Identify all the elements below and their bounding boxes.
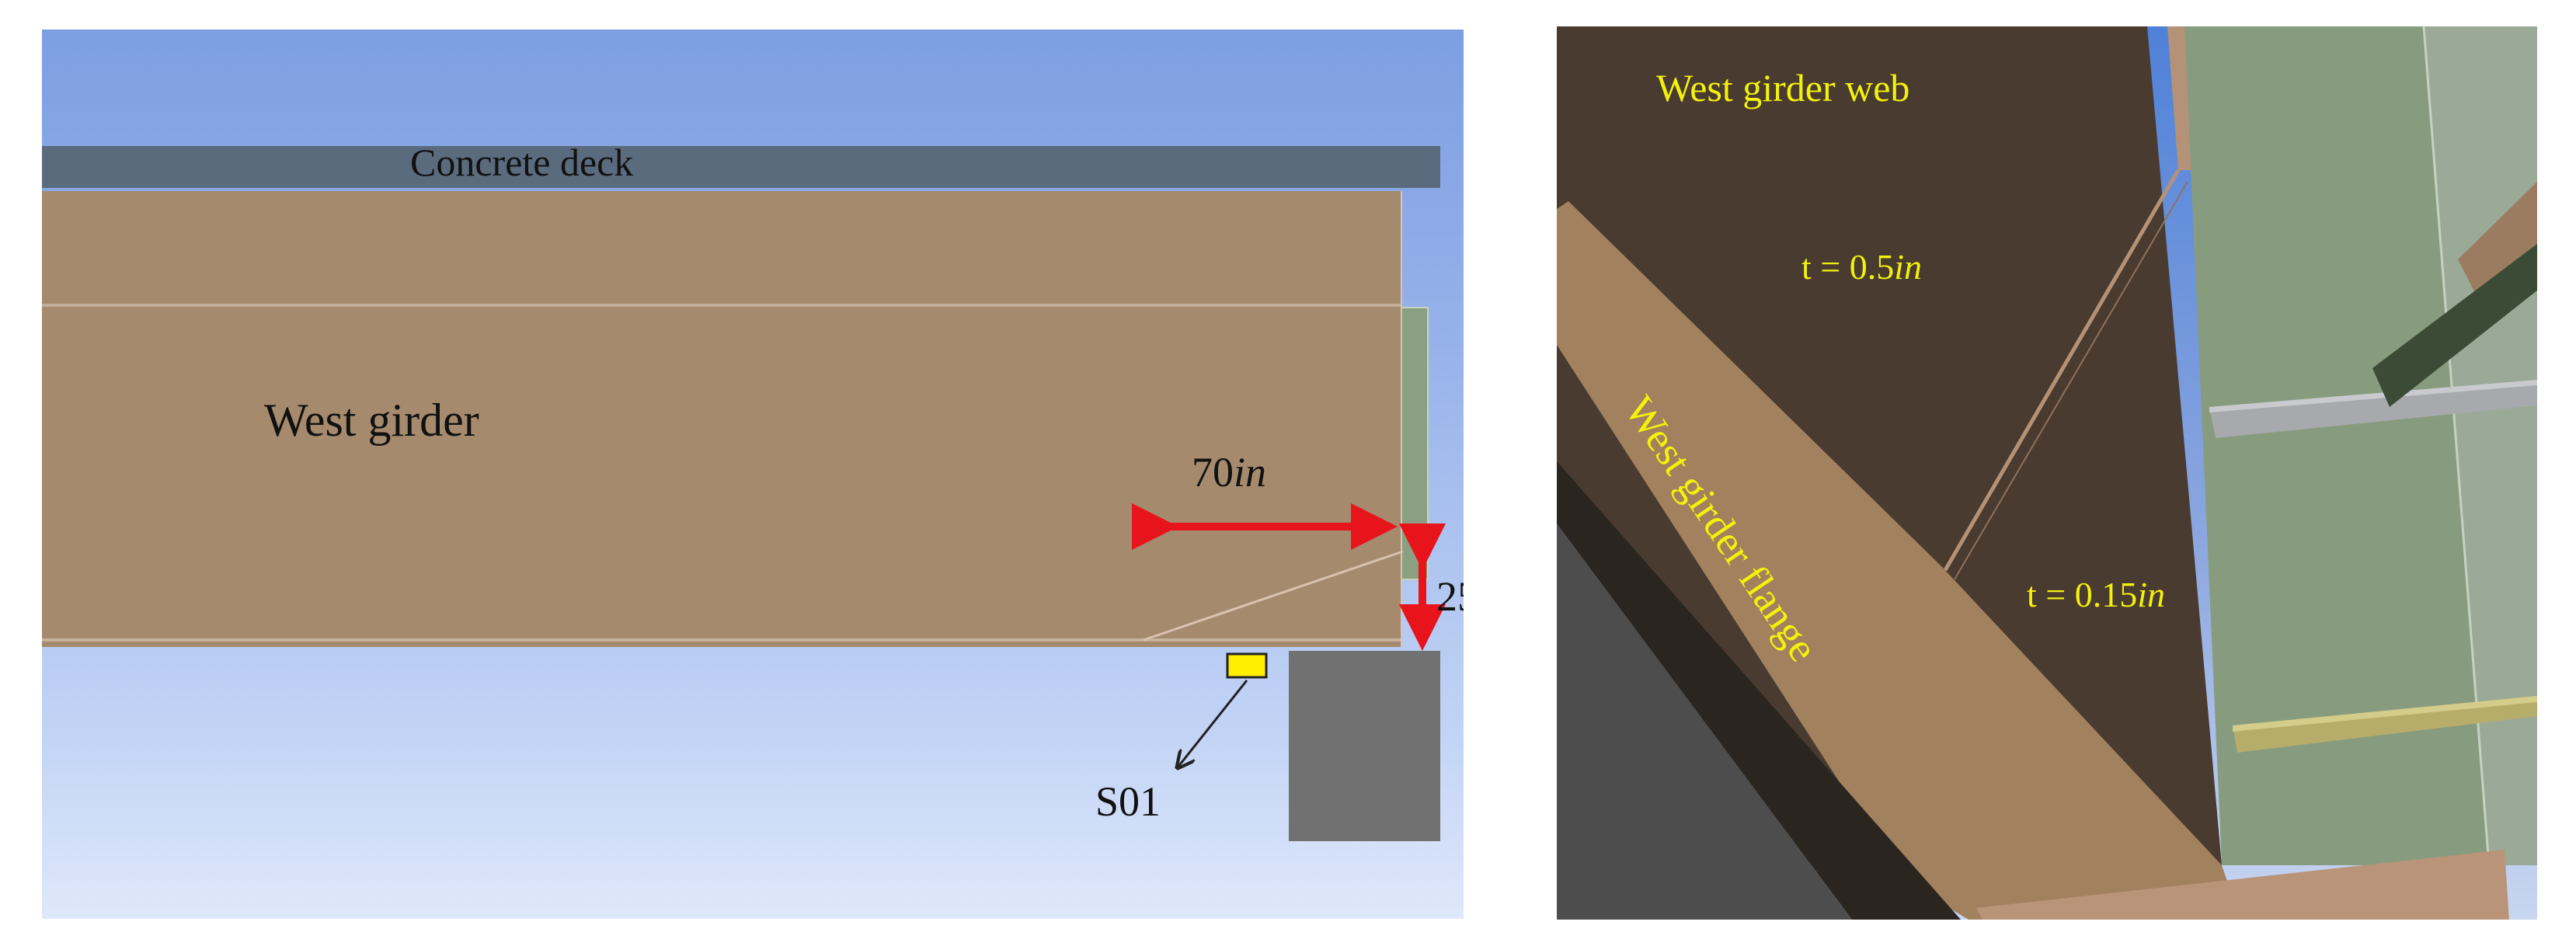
concrete-deck-label: Concrete deck bbox=[410, 141, 633, 184]
right-panel-3d-view: West girder web t = 0.5in t = 0.15in Wes… bbox=[1557, 26, 2537, 920]
left-panel-side-view: Concrete deck West girder 70in 25in S01 bbox=[42, 30, 1464, 919]
girder-web-edge bbox=[2167, 26, 2194, 170]
ground-surface bbox=[1557, 523, 1852, 920]
horizontal-dimension-label: 70in bbox=[1192, 449, 1266, 496]
sensor-leader-arrow bbox=[1178, 680, 1248, 767]
stiffener-cut-line-a bbox=[1943, 169, 2181, 572]
web-thickness-label: t = 0.5in bbox=[1801, 247, 1922, 287]
diagonal-brace bbox=[2458, 182, 2537, 314]
olive-cross-bar bbox=[2233, 696, 2537, 753]
end-stiffener-plate bbox=[1399, 307, 1429, 580]
girder-flange-side bbox=[1557, 461, 1961, 920]
bottom-ledge bbox=[1976, 850, 2509, 920]
bearing-block bbox=[1289, 651, 1440, 841]
concrete-deck bbox=[42, 146, 1440, 188]
end-plate-surface bbox=[2184, 26, 2489, 865]
dark-green-member bbox=[2372, 244, 2537, 407]
vertical-dimension-label: 25in bbox=[1436, 573, 1464, 620]
grey-cross-bar bbox=[2209, 380, 2537, 438]
end-plate-edge-line bbox=[2422, 26, 2491, 866]
sensor-s01-marker bbox=[1226, 652, 1268, 679]
grey-cross-bar-top bbox=[2209, 380, 2537, 412]
diagonal-cut-line bbox=[1143, 550, 1404, 642]
web-label: West girder web bbox=[1656, 66, 1909, 110]
side-view-drawing: Concrete deck West girder 70in 25in S01 bbox=[42, 141, 1464, 841]
sensor-label: S01 bbox=[1095, 778, 1161, 825]
girder-flange-top bbox=[1557, 201, 2240, 920]
west-girder-body bbox=[42, 191, 1401, 647]
cut-thickness-label: t = 0.15in bbox=[2027, 575, 2165, 614]
olive-cross-bar-top bbox=[2233, 696, 2537, 732]
stiffener-cut-line-b bbox=[1954, 181, 2188, 580]
west-girder-label: West girder bbox=[264, 395, 479, 446]
3d-view-drawing: West girder web t = 0.5in t = 0.15in Wes… bbox=[1557, 26, 2537, 920]
